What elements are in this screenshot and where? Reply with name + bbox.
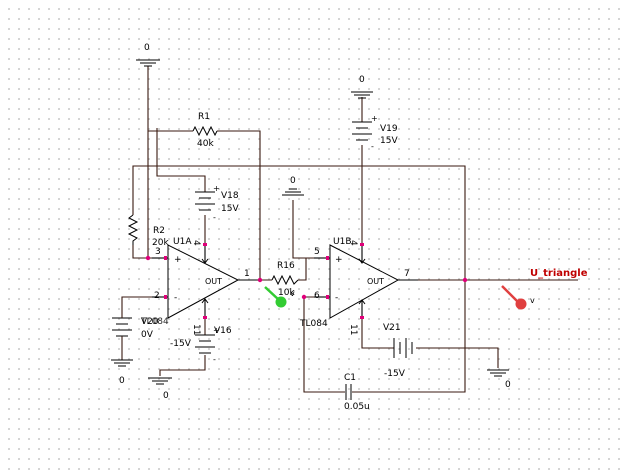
u1b-minus: - [335,293,338,303]
r1-value: 40k [197,139,214,149]
v21-ref: V21 [383,323,401,333]
probe-red-label: v [530,296,535,305]
svg-text:+: + [213,326,220,335]
u1b-pin-vee: 11 [348,324,358,335]
c1-value: 0.05u [344,402,370,412]
probe-red[interactable]: v [501,285,535,310]
ground-v19-label: 0 [359,75,365,85]
u1a-pin-vee: 11 [191,324,201,335]
ground-top[interactable]: 0 [136,43,160,67]
wire-c1-left[interactable] [303,297,345,393]
r2-ref: R2 [153,226,165,236]
u1a-out-label: OUT [205,277,222,286]
u1a-pin-vcc: 4 [191,240,201,246]
v18-value: 15V [221,204,239,214]
vsrc-ref-a: V20 [141,317,159,327]
wire-c1-right[interactable] [352,280,466,393]
c1-ref: C1 [344,373,356,383]
wire-r16-out[interactable] [298,257,330,281]
opamp-u1b[interactable]: + - OUT U1B TL084 5 6 4 11 7 [299,237,418,335]
u1a-ref: U1A [173,237,192,247]
ground-mid-label: 0 [290,176,296,186]
junction [145,255,151,261]
wire-v16-gnd[interactable] [159,355,206,376]
probe-green-label: v [290,289,295,298]
u1a-pin-plus: 3 [155,247,161,257]
source-vin[interactable]: V20 TL084 0V [112,300,169,340]
u1b-pin-vcc: 4 [348,240,358,246]
v16-value: -15V [170,339,192,349]
r16-value: 10k [278,288,295,298]
wire-feedback-top[interactable] [132,165,466,280]
u1b-pin-minus: 6 [314,291,320,301]
wire-u1b-v21[interactable] [361,318,394,349]
resistor-r16[interactable]: R16 10k [271,261,299,298]
net-label-text: U_triangle [530,268,588,279]
v19-ref: V19 [380,124,398,134]
u1b-ref: U1B [333,237,352,247]
ground-left[interactable]: 0 [111,359,133,386]
source-v21[interactable]: V21 -15V [383,323,413,379]
u1b-model: TL084 [299,319,328,329]
svg-text:+: + [371,114,378,123]
u1a-pin-minus: 2 [154,291,160,301]
source-v16[interactable]: + - V16 -15V [170,326,232,364]
net-label-u-triangle[interactable]: U_triangle [530,268,588,279]
ground-left-label: 0 [119,376,125,386]
v18-ref: V18 [221,191,239,201]
u1b-out-label: OUT [367,277,384,286]
svg-text:-: - [213,213,216,222]
vsrc-ref-b: TL084 [140,317,169,327]
wires [121,66,578,393]
r1-ref: R1 [198,112,210,122]
v21-value: -15V [384,369,406,379]
wire-v18-top[interactable] [156,128,206,192]
junctions [145,255,468,300]
wire-r1-right[interactable] [217,130,261,280]
source-v19[interactable]: + - V19 15V [352,114,398,151]
u1a-plus: + [174,255,182,265]
u1b-pin-plus: 5 [314,247,320,257]
svg-text:+: + [213,184,220,193]
r2-value: 20k [152,238,169,248]
u1b-plus: + [335,255,343,265]
pin-markers [164,243,364,319]
ground-bottom-left[interactable]: 0 [148,377,172,401]
ground-v19[interactable]: 0 [351,75,373,99]
vsrc-value: 0V [141,330,154,340]
ground-bottom-right[interactable]: 0 [487,369,511,390]
v19-value: 15V [380,136,398,146]
v16-ref: V16 [214,326,232,336]
capacitor-c1[interactable]: C1 0.05u [344,373,370,412]
wire-v21-gnd[interactable] [416,347,499,368]
wire-gnd-mid[interactable] [292,200,330,259]
source-v18[interactable]: + - V18 15V [195,184,239,222]
junction [257,277,263,283]
u1a-minus: - [174,293,177,303]
r16-ref: R16 [277,261,295,271]
ground-bottom-right-label: 0 [505,380,511,390]
u1b-pin-out: 7 [404,269,410,279]
probe-green[interactable]: v [264,286,295,308]
ground-top-label: 0 [144,43,150,53]
svg-text:-: - [213,355,216,364]
u1a-pin-out: 1 [244,269,250,279]
junction [462,277,468,283]
ground-bottom-left-label: 0 [163,391,169,401]
svg-text:-: - [371,142,374,151]
resistor-r2[interactable]: R2 20k [127,214,169,248]
resistor-r1[interactable]: R1 40k [192,112,218,149]
ground-mid[interactable]: 0 [282,176,304,196]
junction [301,294,307,300]
